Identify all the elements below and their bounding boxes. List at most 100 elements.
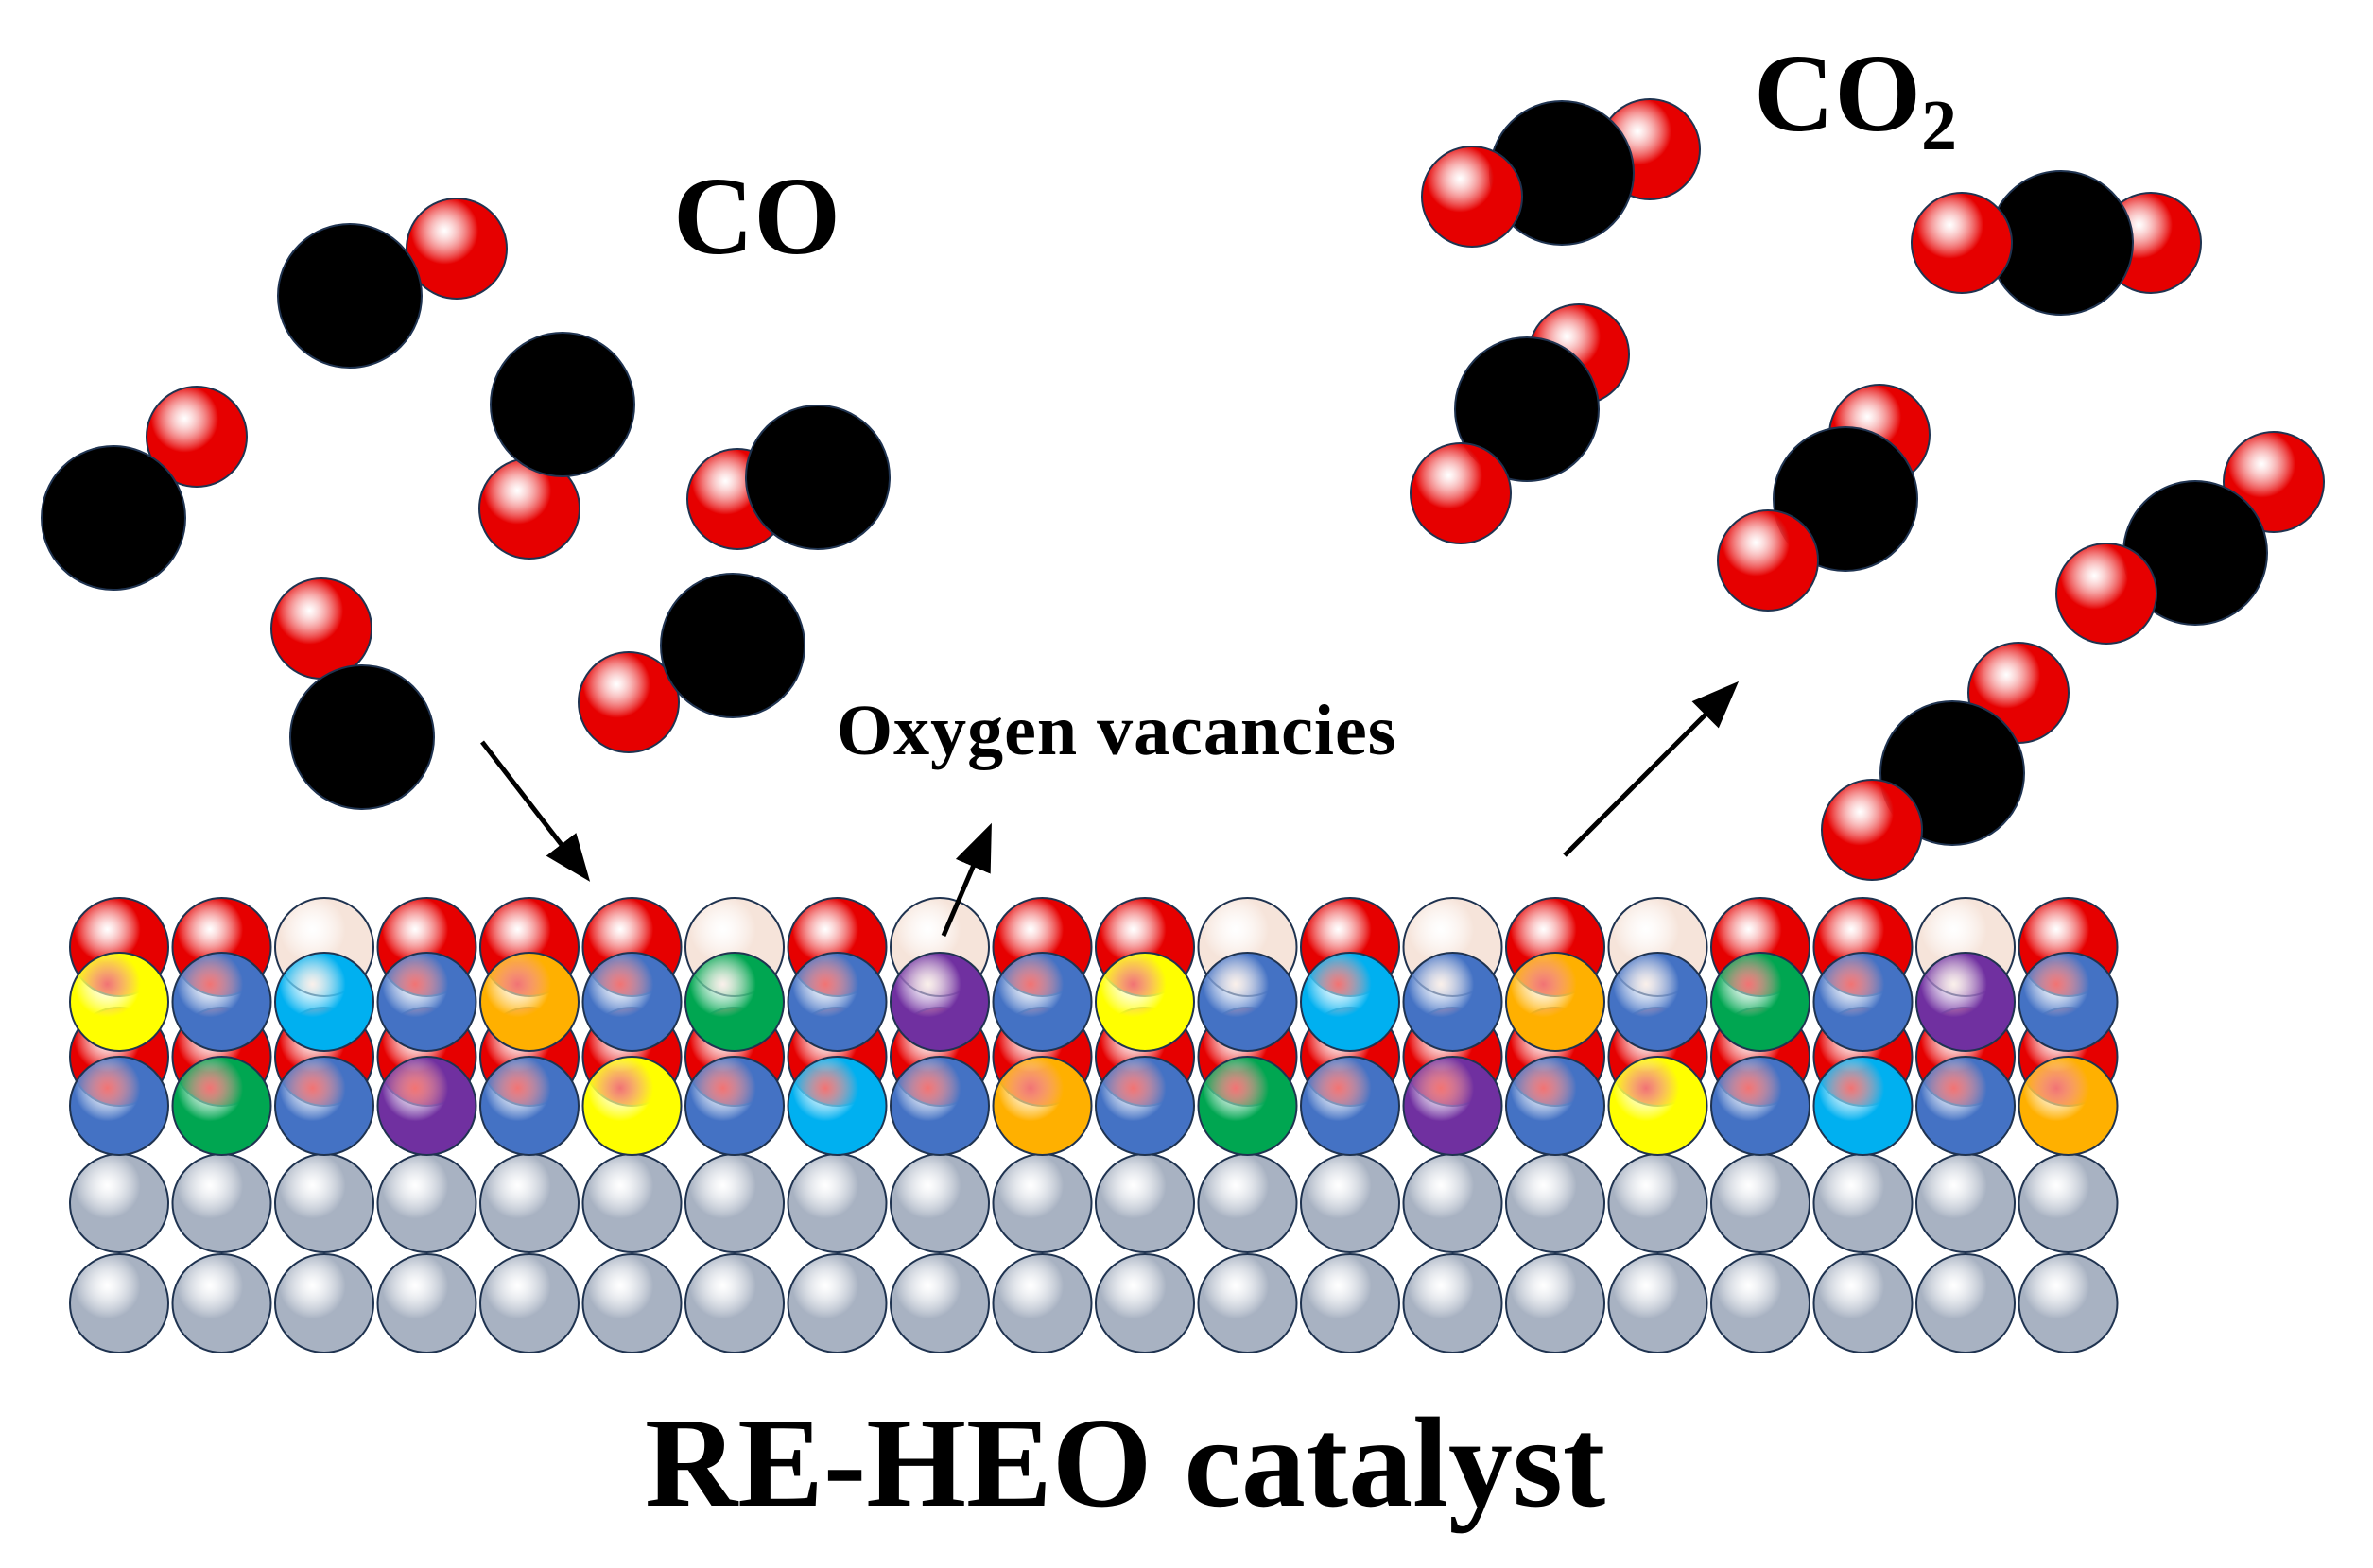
metal-atom-cyan <box>274 952 374 1052</box>
support-atom <box>69 1153 169 1253</box>
support-atom <box>1300 1153 1400 1253</box>
oxygen-atom <box>578 651 680 753</box>
support-atom <box>890 1153 990 1253</box>
metal-atom-cyan <box>1300 952 1400 1052</box>
support-atom <box>1915 1253 2016 1353</box>
oxygen-atom <box>146 386 248 488</box>
co2-label-subscript: 2 <box>1921 86 1957 165</box>
metal-atom-blue <box>1095 1056 1195 1156</box>
support-atom <box>376 1153 477 1253</box>
oxygen-atom <box>2055 543 2157 645</box>
carbon-atom <box>1454 336 1600 482</box>
metal-atom-blue <box>684 1056 785 1156</box>
support-atom <box>992 1253 1093 1353</box>
metal-atom-blue <box>1402 952 1503 1052</box>
support-atom <box>684 1153 785 1253</box>
co-molecule <box>686 405 891 550</box>
support-atom <box>2018 1153 2119 1253</box>
carbon-atom <box>289 664 435 810</box>
oxygen-atom <box>1410 442 1512 544</box>
metal-atom-blue <box>1812 952 1914 1052</box>
metal-atom-cyan <box>1812 1056 1914 1156</box>
support-atom <box>1197 1153 1298 1253</box>
metal-atom-yellow <box>1095 952 1195 1052</box>
oxygen-atom <box>1911 192 2013 294</box>
oxygen-vacancies-label: Oxygen vacancies <box>837 691 1397 770</box>
support-atom <box>1812 1253 1914 1353</box>
oxygen-atom <box>1821 779 1923 881</box>
support-atom <box>1095 1153 1195 1253</box>
co2-molecule <box>1821 642 2070 881</box>
co-molecule <box>270 577 435 810</box>
catalyst-lattice <box>69 897 2119 1353</box>
support-atom <box>274 1153 374 1253</box>
carbon-atom <box>745 405 891 550</box>
metal-atom-cyan <box>787 1056 888 1156</box>
metal-atom-orange <box>479 952 580 1052</box>
co2-molecule <box>1717 384 1931 612</box>
support-atom <box>1505 1153 1605 1253</box>
metal-atom-blue <box>1710 1056 1810 1156</box>
metal-atom-green <box>1197 1056 1298 1156</box>
metal-atom-purple <box>376 1056 477 1156</box>
support-atom <box>1710 1153 1810 1253</box>
catalyst-label: RE-HEO catalyst <box>645 1392 1606 1534</box>
oxygen-atom <box>270 577 372 680</box>
metal-atom-purple <box>890 952 990 1052</box>
metal-atom-orange <box>992 1056 1093 1156</box>
vacancy-pointer-arrow <box>941 822 992 937</box>
oxygen-atom <box>406 198 508 300</box>
support-atom <box>171 1253 272 1353</box>
metal-atom-blue <box>171 952 272 1052</box>
metal-atom-orange <box>2018 1056 2119 1156</box>
metal-atom-blue <box>890 1056 990 1156</box>
co2-molecule <box>1911 170 2202 316</box>
support-atom <box>581 1153 683 1253</box>
metal-atom-blue <box>1197 952 1298 1052</box>
support-atom <box>581 1253 683 1353</box>
metal-atom-blue <box>376 952 477 1052</box>
metal-atom-blue <box>1505 1056 1605 1156</box>
support-atom <box>1402 1253 1503 1353</box>
support-atom <box>1915 1153 2016 1253</box>
metal-atom-blue <box>479 1056 580 1156</box>
support-atom <box>1095 1253 1195 1353</box>
desorption-arrow <box>1563 681 1740 857</box>
metal-atom-green <box>171 1056 272 1156</box>
support-atom <box>1197 1253 1298 1353</box>
metal-atom-blue <box>1915 1056 2016 1156</box>
support-atom <box>479 1253 580 1353</box>
support-atom <box>274 1253 374 1353</box>
oxygen-atom <box>1421 146 1523 248</box>
support-atom <box>787 1153 888 1253</box>
support-atom <box>1505 1253 1605 1353</box>
co2-molecule <box>1410 303 1630 544</box>
support-atom <box>2018 1253 2119 1353</box>
carbon-atom <box>660 573 805 718</box>
co2-molecule <box>2055 431 2325 645</box>
support-atom <box>684 1253 785 1353</box>
support-atom <box>1607 1153 1708 1253</box>
co2-molecule <box>1421 98 1701 248</box>
co-label: CO <box>673 154 840 278</box>
support-atom <box>479 1153 580 1253</box>
co2-label: CO2 <box>1754 38 1957 165</box>
carbon-atom <box>41 445 186 591</box>
support-atom <box>1402 1153 1503 1253</box>
metal-atom-blue <box>992 952 1093 1052</box>
metal-atom-blue <box>581 952 683 1052</box>
adsorption-arrow <box>480 740 591 882</box>
metal-atom-blue <box>274 1056 374 1156</box>
metal-atom-yellow <box>581 1056 683 1156</box>
co-molecule <box>277 198 508 369</box>
metal-atom-blue <box>1300 1056 1400 1156</box>
support-atom <box>69 1253 169 1353</box>
carbon-atom <box>490 332 635 477</box>
metal-atom-blue <box>69 1056 169 1156</box>
co-molecule <box>41 386 248 591</box>
metal-atom-blue <box>787 952 888 1052</box>
metal-atom-green <box>684 952 785 1052</box>
metal-atom-green <box>1710 952 1810 1052</box>
